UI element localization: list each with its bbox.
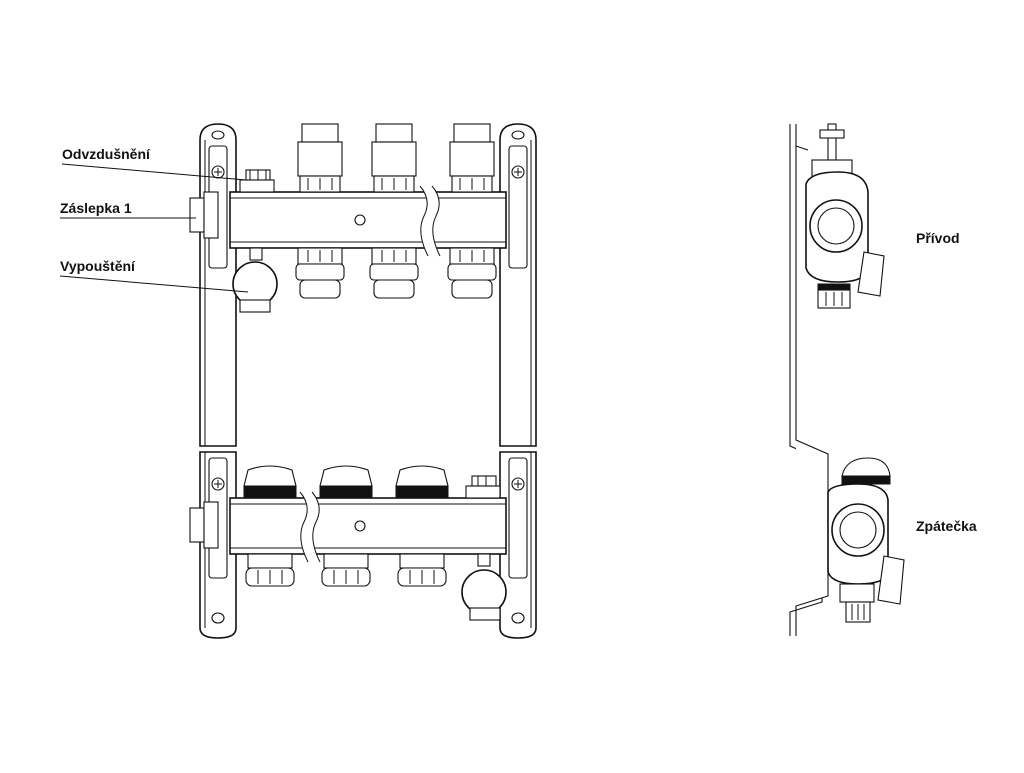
right-bracket [499,123,537,639]
upper-outlets [232,247,497,313]
label-zaslepka: Záslepka 1 [60,200,132,216]
lower-air-vent [465,475,501,499]
label-zpatecka: Zpátečka [916,518,977,534]
upper-outlet-3 [447,247,497,299]
lower-cap-3 [395,465,449,499]
front-view [59,123,537,639]
side-return-body [827,457,905,623]
lower-cap-1 [243,465,297,499]
side-supply-body [805,123,885,309]
upper-outlet-2 [369,247,419,299]
drain-valve-upper [232,247,278,313]
lower-caps [243,465,501,499]
label-odvzdusneni: Odvzdušnění [62,146,150,162]
lower-cap-2 [319,465,373,499]
upper-valve-1 [297,123,343,193]
upper-valve-3 [449,123,495,193]
lower-manifold-bar [189,491,507,563]
drain-valve-lower [461,553,507,621]
side-view [789,123,905,636]
upper-valve-2 [371,123,417,193]
upper-valves [239,123,495,193]
leader-lines [59,163,249,293]
air-vent [239,169,275,193]
upper-outlet-1 [295,247,345,299]
lower-outlets [245,553,507,621]
lower-outlet-3 [397,553,447,587]
lower-outlet-1 [245,553,295,587]
label-privod: Přívod [916,230,960,246]
upper-manifold-bar [189,185,507,257]
label-vypousteni: Vypouštění [60,258,135,274]
lower-outlet-2 [321,553,371,587]
